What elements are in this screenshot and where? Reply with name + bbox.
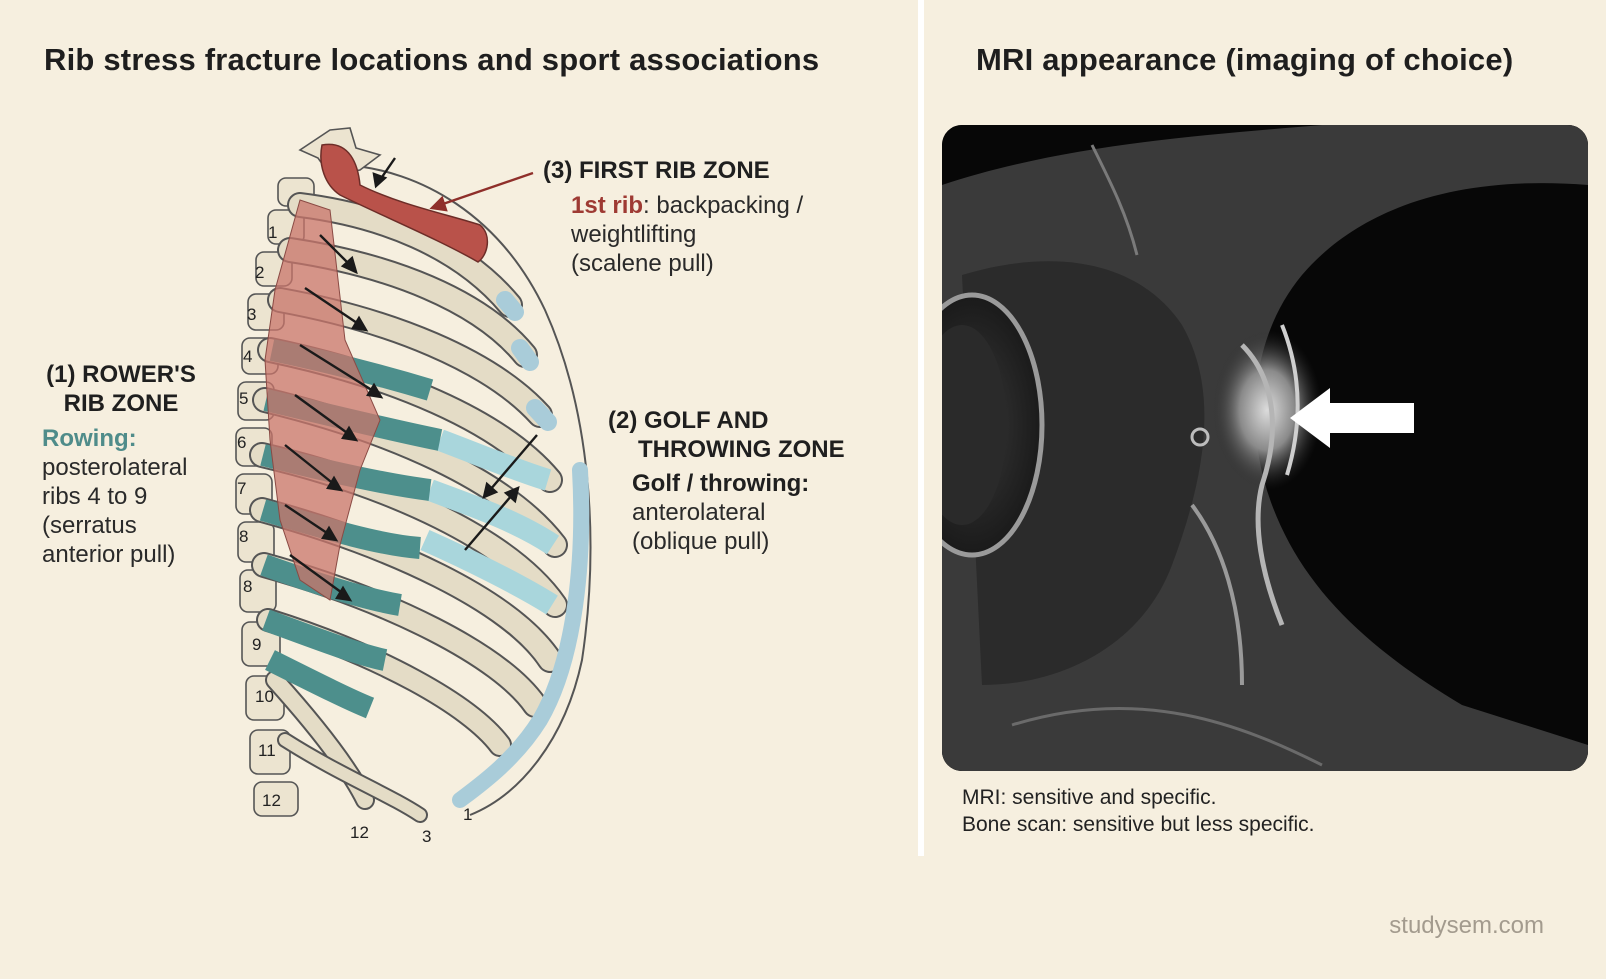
vertebra-label: 12 [262,791,281,810]
site-watermark: studysem.com [1389,912,1544,939]
zone1-heading-line1: (1) ROWER'S [46,361,196,388]
first-rib-arrow [429,171,534,212]
zone2-desc: Golf / throwing: anterolateral (oblique … [632,469,809,556]
bottom-label: 12 [350,823,369,842]
first-rib [320,143,489,263]
vertebra-label: 3 [247,305,256,324]
zone1-heading-line2: RIB ZONE [63,390,179,417]
vertebra-label: 7 [237,479,246,498]
zone3-desc-line3: (scalene pull) [571,250,714,277]
zone2-desc-line1: anterolateral [632,499,766,526]
vertebra-labels: 1 2 3 4 5 6 7 8 8 9 10 11 12 12 3 1 [237,223,472,846]
zone1-heading: (1) ROWER'S RIB ZONE [42,360,200,418]
golf-zone [420,429,560,615]
mri-image [942,125,1588,771]
vertebra-label: 8 [243,577,252,596]
mri-pointer-arrow [1290,388,1414,448]
zone3-desc-line2: weightlifting [571,221,697,248]
zone3-desc: 1st rib: backpacking / weightlifting (sc… [571,191,803,278]
mri-caption: MRI: sensitive and specific. Bone scan: … [962,784,1315,838]
zone2-desc-line2: (oblique pull) [632,528,770,555]
mri-scan [942,125,1588,771]
bottom-label: 3 [422,827,431,846]
zone3-desc-line1: : backpacking / [643,192,804,219]
zone3-heading: (3) FIRST RIB ZONE [543,157,770,184]
zone1-desc-line4: anterior pull) [42,541,176,568]
rib-cage-diagram: 1 2 3 4 5 6 7 8 8 9 10 11 12 12 3 1 [235,127,592,846]
zone1-desc: Rowing: posterolateral ribs 4 to 9 (serr… [42,424,187,569]
costal-cartilage [452,291,590,808]
panel-divider [918,0,924,856]
vertebra-label: 10 [255,687,274,706]
mri-caption-line1: MRI: sensitive and specific. [962,786,1217,809]
zone2-heading: (2) GOLF AND THROWING ZONE [608,406,845,464]
zone2-heading-line1: (2) GOLF AND [608,407,769,434]
fracture-arrows [284,157,538,602]
zone2-sport: Golf / throwing: [632,470,810,497]
zone1-sport: Rowing: [42,425,137,452]
ribcage-outline [344,164,592,816]
vertebra-label: 1 [268,223,277,242]
vertebra-label: 5 [239,389,248,408]
mri-caption-line2: Bone scan: sensitive but less specific. [962,813,1315,836]
zone1-desc-line1: posterolateral [42,454,188,481]
right-panel-title: MRI appearance (imaging of choice) [976,42,1514,77]
zone3-sport: 1st rib [571,192,644,219]
vertebra-label: 4 [243,347,252,366]
zone2-heading-line2: THROWING ZONE [638,436,845,463]
right-panel: MRI appearance (imaging of choice) [924,0,1606,979]
bottom-label: 1 [463,805,472,824]
vertebra-label: 11 [258,741,276,760]
zone1-desc-line2: ribs 4 to 9 [42,483,148,510]
vertebra-label: 9 [252,635,261,654]
left-panel: Rib stress fracture locations and sport … [42,42,845,846]
vertebra-label: 2 [255,263,264,282]
vertebra-label: 8 [239,527,248,546]
rower-zone-muscle [264,199,381,601]
vertebra-label: 6 [237,433,246,452]
zone1-desc-line3: (serratus [42,512,137,539]
left-panel-title: Rib stress fracture locations and sport … [44,42,820,77]
